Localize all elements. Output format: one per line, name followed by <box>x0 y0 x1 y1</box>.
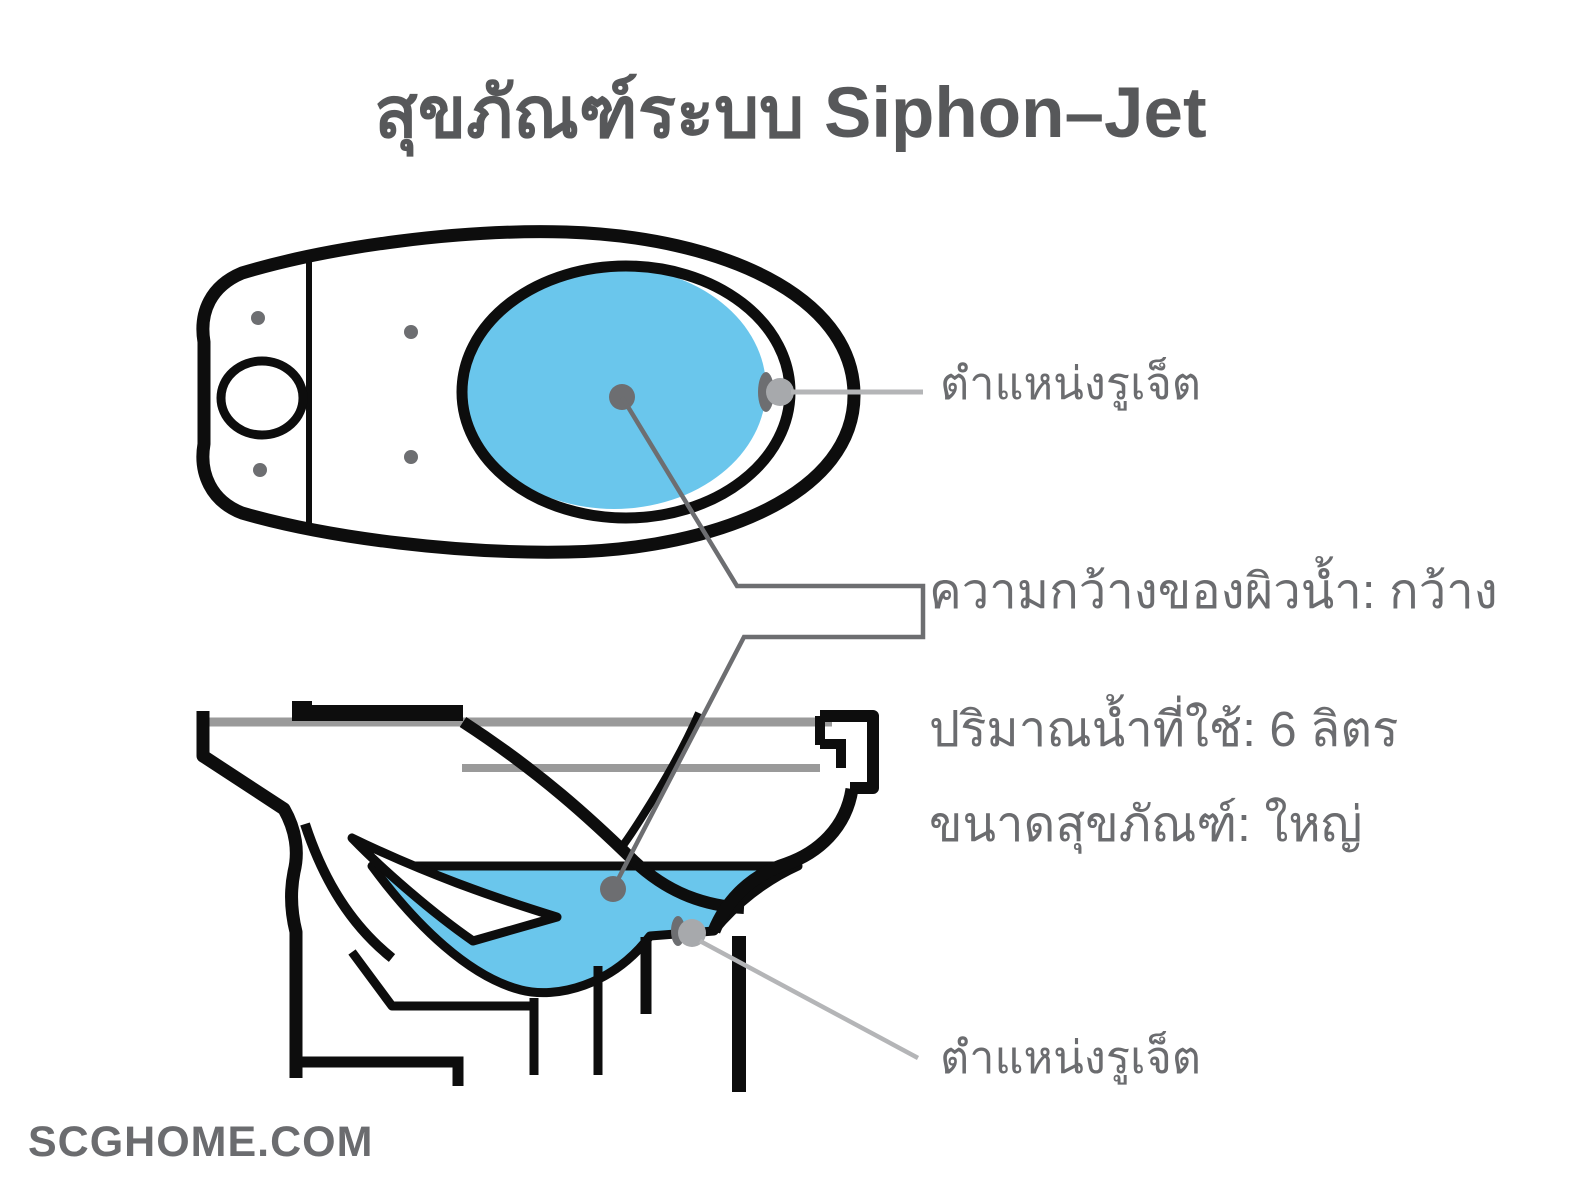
toilet-top-view <box>196 225 861 559</box>
rim-front-curve <box>707 787 859 934</box>
water-center-dot-side <box>600 876 626 902</box>
jet-hole-marker <box>766 378 794 406</box>
jet-hole-marker <box>678 919 706 947</box>
label-jet-position-bottom: ตำแหน่งรูเจ็ต <box>940 1032 1202 1083</box>
hinge-stub <box>292 701 312 714</box>
flush-hole <box>216 356 308 440</box>
rim-front-notch <box>815 716 846 768</box>
label-water-volume: ปริมาณน้ำที่ใช้: 6 ลิตร <box>929 703 1399 757</box>
bolt-dot <box>253 463 267 477</box>
toilet-side-view <box>196 701 879 1092</box>
rear-exterior-wall <box>196 711 303 1078</box>
leader-lines <box>600 389 926 1060</box>
leader-jet-bottom <box>698 939 920 1060</box>
base-bottom-edge <box>290 1056 464 1086</box>
bolt-dot <box>251 311 265 325</box>
label-fixture-size: ขนาดสุขภัณฑ์: ใหญ่ <box>929 798 1363 852</box>
page-title: สุขภัณฑ์ระบบ Siphon–Jet <box>374 74 1207 153</box>
rim-back-line <box>620 711 703 847</box>
inlet-spout <box>347 833 562 946</box>
trap-inlet-line <box>348 949 532 1011</box>
label-water-surface-width: ความกว้างของผิวน้ำ: กว้าง <box>929 565 1498 619</box>
leader-water-surface <box>611 395 926 891</box>
rim-front-block <box>820 710 879 794</box>
bolt-dot <box>404 325 418 339</box>
bowl-left-interior <box>300 822 396 962</box>
label-jet-position-top: ตำแหน่งรูเจ็ต <box>940 358 1202 409</box>
bolt-dot <box>404 450 418 464</box>
footer-brand: SCGHOME.COM <box>28 1118 374 1166</box>
